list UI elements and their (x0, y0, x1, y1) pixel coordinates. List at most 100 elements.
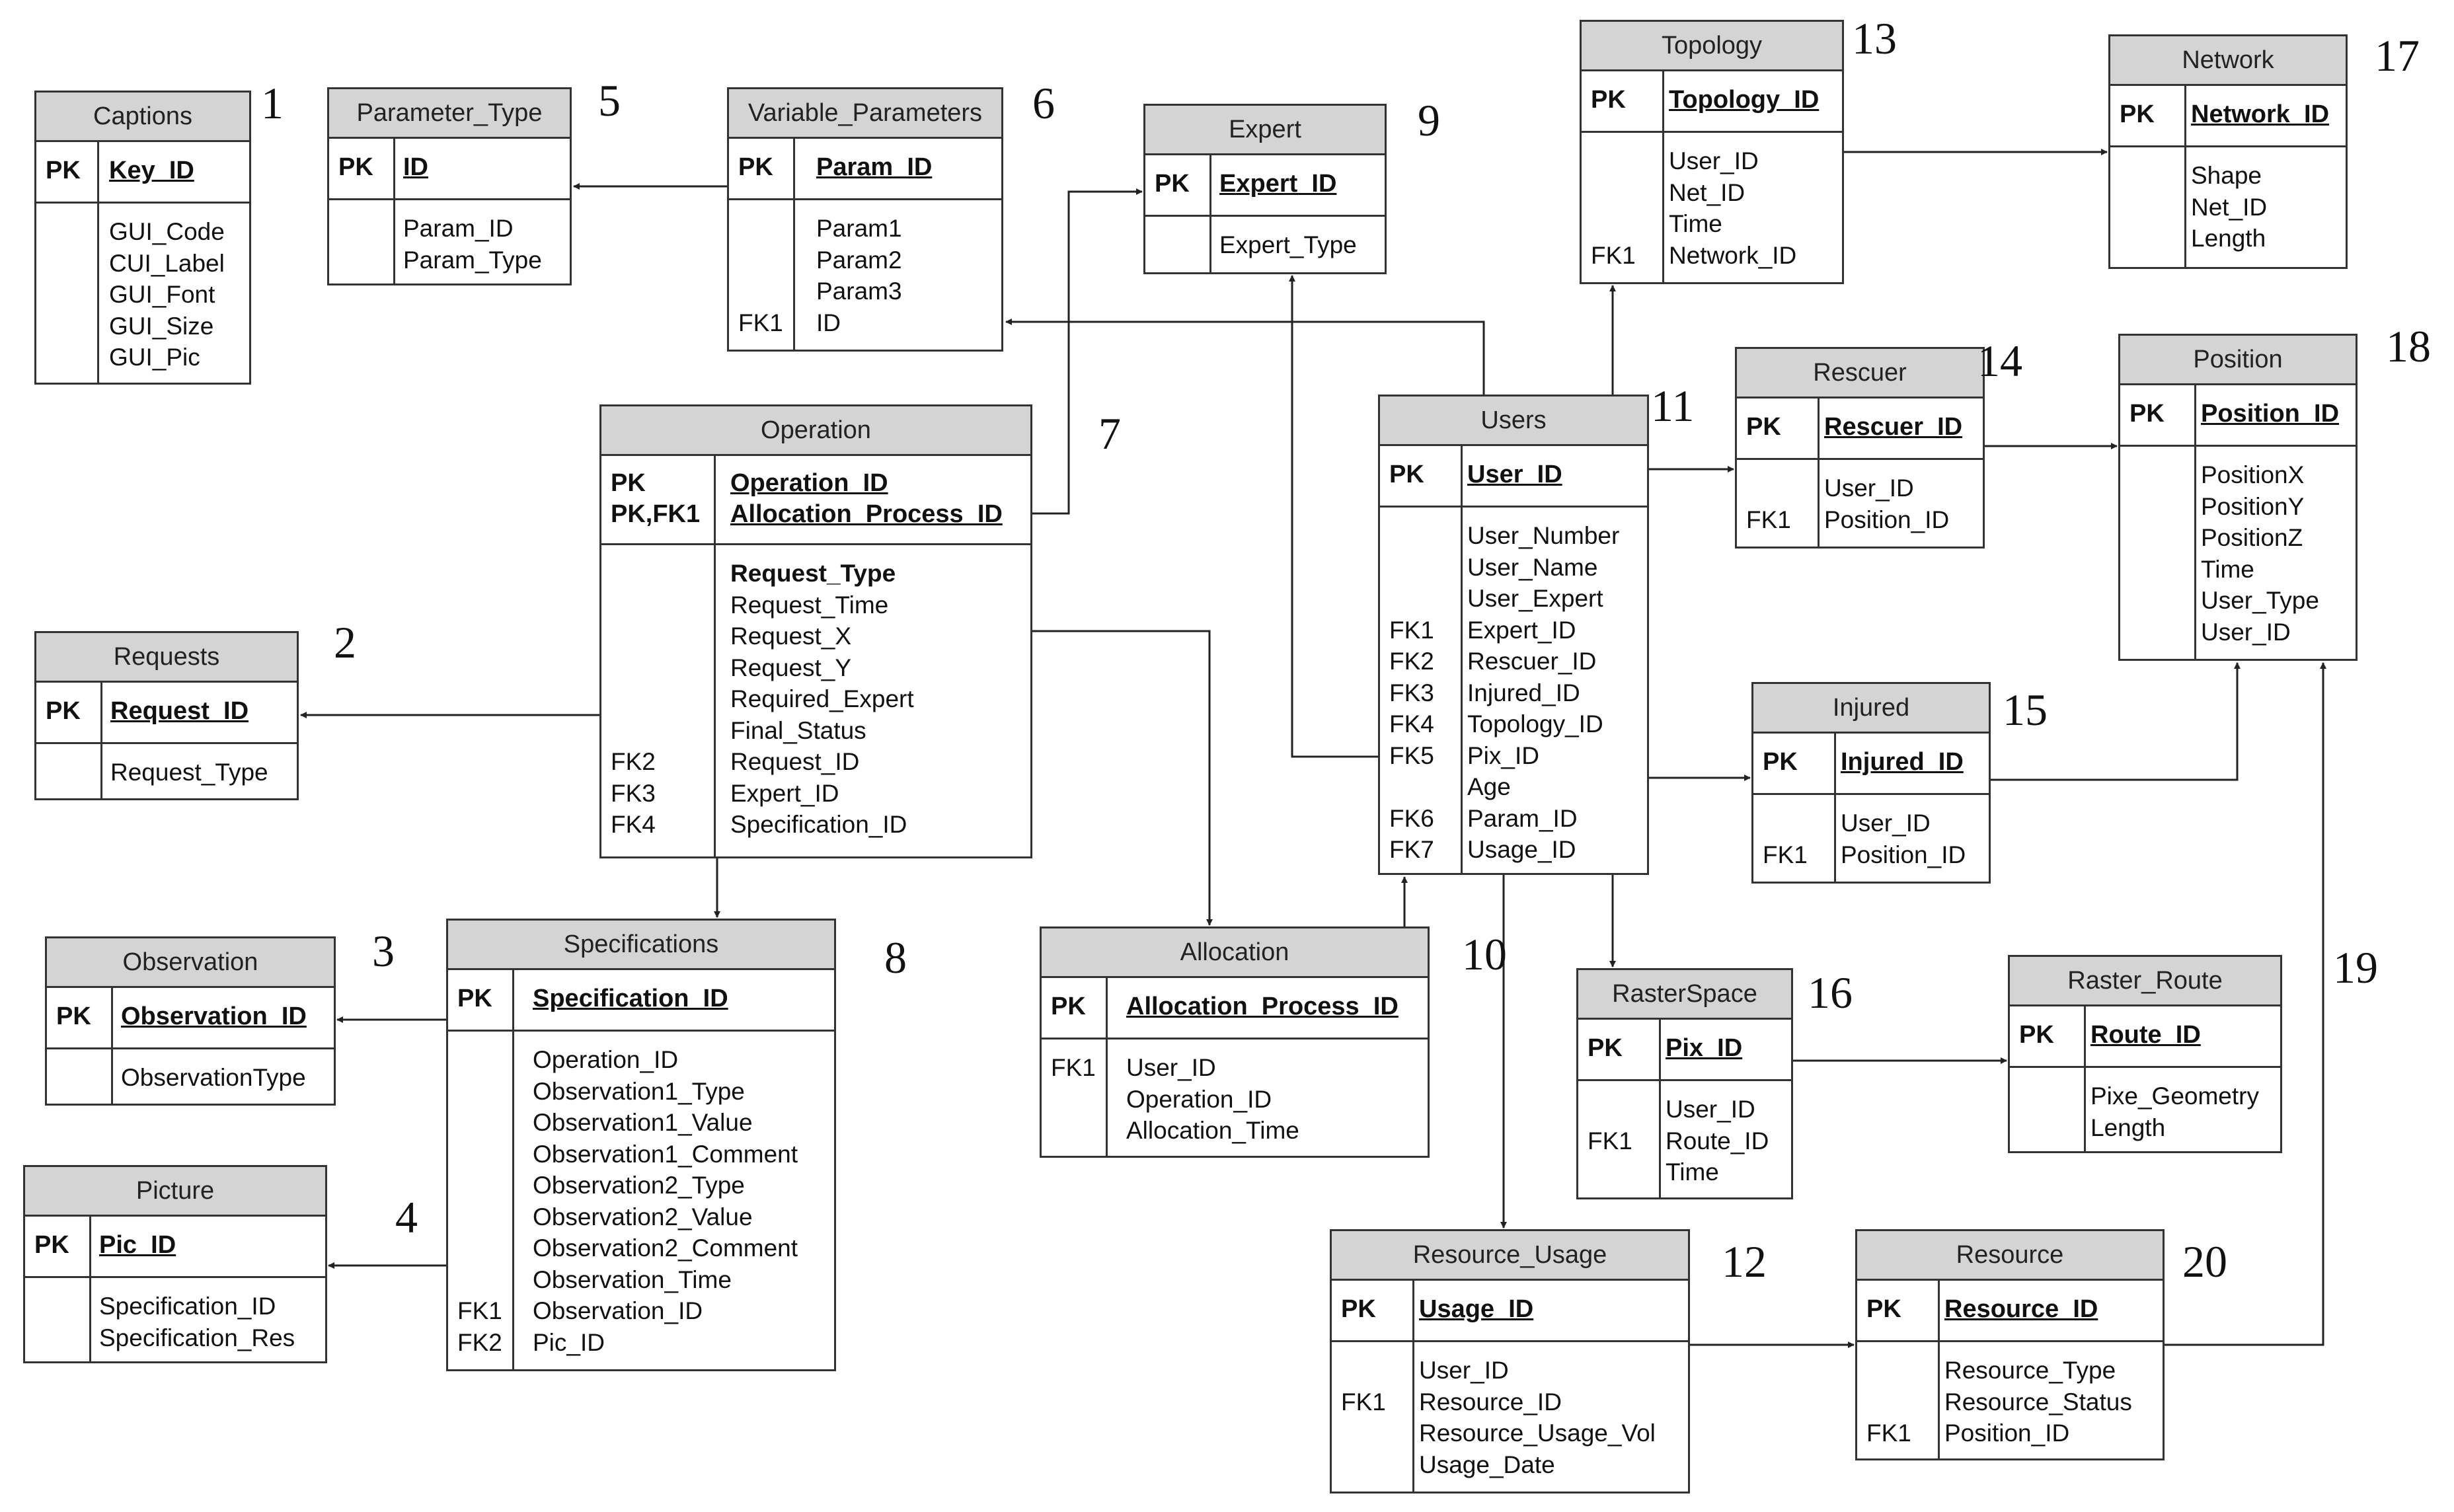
entity-title: Expert (1145, 106, 1385, 155)
key-gutter (1582, 69, 1664, 131)
key-gutter (1332, 1340, 1414, 1492)
entity-title: Requests (36, 633, 297, 683)
connector-label-19: 19 (2333, 942, 2378, 993)
entity-title: Injured (1753, 684, 1989, 734)
entity-number: 13 (1852, 13, 1897, 63)
primary-key-field: Pix_ID (1666, 1034, 1743, 1062)
relationship-users-to-variable_parameters (1005, 319, 1485, 395)
key-gutter (25, 1276, 91, 1361)
foreign-key-marker: FK3 (611, 779, 656, 807)
key-marker: PK (1591, 86, 1626, 114)
key-gutter (1857, 1340, 1940, 1458)
attribute-field: Position_ID (1944, 1419, 2070, 1447)
attribute-field: Operation_ID (1126, 1085, 1272, 1113)
primary-key-field: Topology_ID (1669, 86, 1820, 114)
attribute-field: Length (2090, 1114, 2166, 1141)
primary-key-field: User_ID (1467, 461, 1562, 488)
foreign-key-marker: FK1 (1588, 1127, 1632, 1154)
attribute-field: Observation_ID (533, 1297, 703, 1324)
foreign-key-marker: FK2 (611, 748, 656, 775)
entity-number: 3 (372, 926, 395, 976)
entity-title: Users (1380, 397, 1647, 446)
primary-key-section: PK User_ID (1380, 444, 1647, 508)
key-gutter (2010, 1004, 2086, 1066)
attribute-field: User_ID (1669, 147, 1759, 174)
attribute-field: Param_Type (403, 246, 542, 274)
key-marker: PK,FK1 (611, 500, 701, 528)
attribute-field: PositionZ (2201, 524, 2303, 551)
entity-title: Resource (1857, 1231, 2163, 1281)
key-gutter (2110, 84, 2186, 145)
attribute-field: Request_Time (730, 591, 889, 619)
attribute-field: Resource_Usage_Vol (1419, 1419, 1656, 1447)
key-gutter (601, 543, 716, 856)
entity-number: 16 (1808, 967, 1853, 1018)
entity-number: 11 (1651, 381, 1695, 431)
attribute-field: Injured_ID (1467, 679, 1580, 706)
attribute-field: User_ID (1419, 1357, 1509, 1384)
key-gutter (36, 202, 99, 383)
primary-key-field: Allocation_Process_ID (1126, 993, 1399, 1020)
foreign-key-marker: FK1 (1051, 1054, 1096, 1081)
entity-title: Specifications (448, 921, 834, 970)
attribute-field: Resource_ID (1419, 1388, 1562, 1416)
attribute-field: Time (1669, 210, 1722, 237)
key-gutter (1753, 793, 1836, 882)
foreign-key-marker: FK1 (1389, 616, 1434, 644)
attribute-field: Usage_ID (1467, 836, 1576, 863)
attribute-field: Request_Type (730, 560, 896, 587)
attribute-field: Pix_ID (1467, 741, 1539, 769)
key-gutter (1753, 732, 1836, 793)
entity-number: 17 (2375, 30, 2420, 81)
attribute-field: Observation2_Value (533, 1203, 753, 1230)
primary-key-field: ID (403, 153, 428, 181)
primary-key-field: Allocation_Process_ID (730, 500, 1003, 528)
foreign-key-marker: FK6 (1389, 804, 1434, 832)
attribute-field: GUI_Font (109, 281, 215, 308)
attribute-field: Observation1_Value (533, 1109, 753, 1136)
entity-number: 2 (334, 617, 356, 667)
primary-key-field: Resource_ID (1944, 1295, 2098, 1323)
foreign-key-marker: FK1 (1341, 1388, 1386, 1416)
relationship-injured-to-position (1991, 662, 2241, 781)
foreign-key-marker: FK1 (1763, 841, 1808, 868)
attribute-field: Param_ID (403, 215, 514, 242)
primary-key-field: Observation_ID (121, 1002, 307, 1030)
attribute-field: GUI_Code (109, 218, 225, 245)
entity-title: Captions (36, 93, 249, 142)
primary-key-field: Network_ID (2191, 100, 2330, 128)
key-gutter (329, 137, 395, 198)
foreign-key-marker: FK5 (1389, 741, 1434, 769)
attribute-field: ID (816, 309, 841, 336)
entity-title: RasterSpace (1578, 970, 1791, 1020)
key-marker: PK (1341, 1295, 1376, 1323)
key-marker: PK (1763, 748, 1798, 776)
attribute-field: Shape (2191, 162, 2262, 189)
attribute-field: Observation1_Type (533, 1077, 745, 1105)
key-gutter (1578, 1079, 1661, 1197)
primary-key-field: Request_ID (110, 697, 249, 725)
primary-key-section: PK Pix_ID (1578, 1018, 1791, 1081)
key-gutter (729, 198, 795, 350)
key-marker: PK (1389, 461, 1424, 488)
entity-number: 7 (1098, 408, 1121, 459)
entity-title: Parameter_Type (329, 89, 570, 139)
entity-title: Picture (25, 1167, 325, 1217)
foreign-key-marker: FK2 (457, 1328, 502, 1356)
foreign-key-marker: FK1 (738, 309, 783, 336)
attribute-field: Param2 (816, 246, 902, 274)
foreign-key-marker: FK3 (1389, 679, 1434, 706)
attribute-field: Network_ID (1669, 241, 1797, 269)
attribute-field: User_Number (1467, 522, 1620, 549)
key-marker: PK (1588, 1034, 1623, 1062)
entity-number: 4 (395, 1192, 418, 1242)
attribute-field: Allocation_Time (1126, 1117, 1299, 1144)
